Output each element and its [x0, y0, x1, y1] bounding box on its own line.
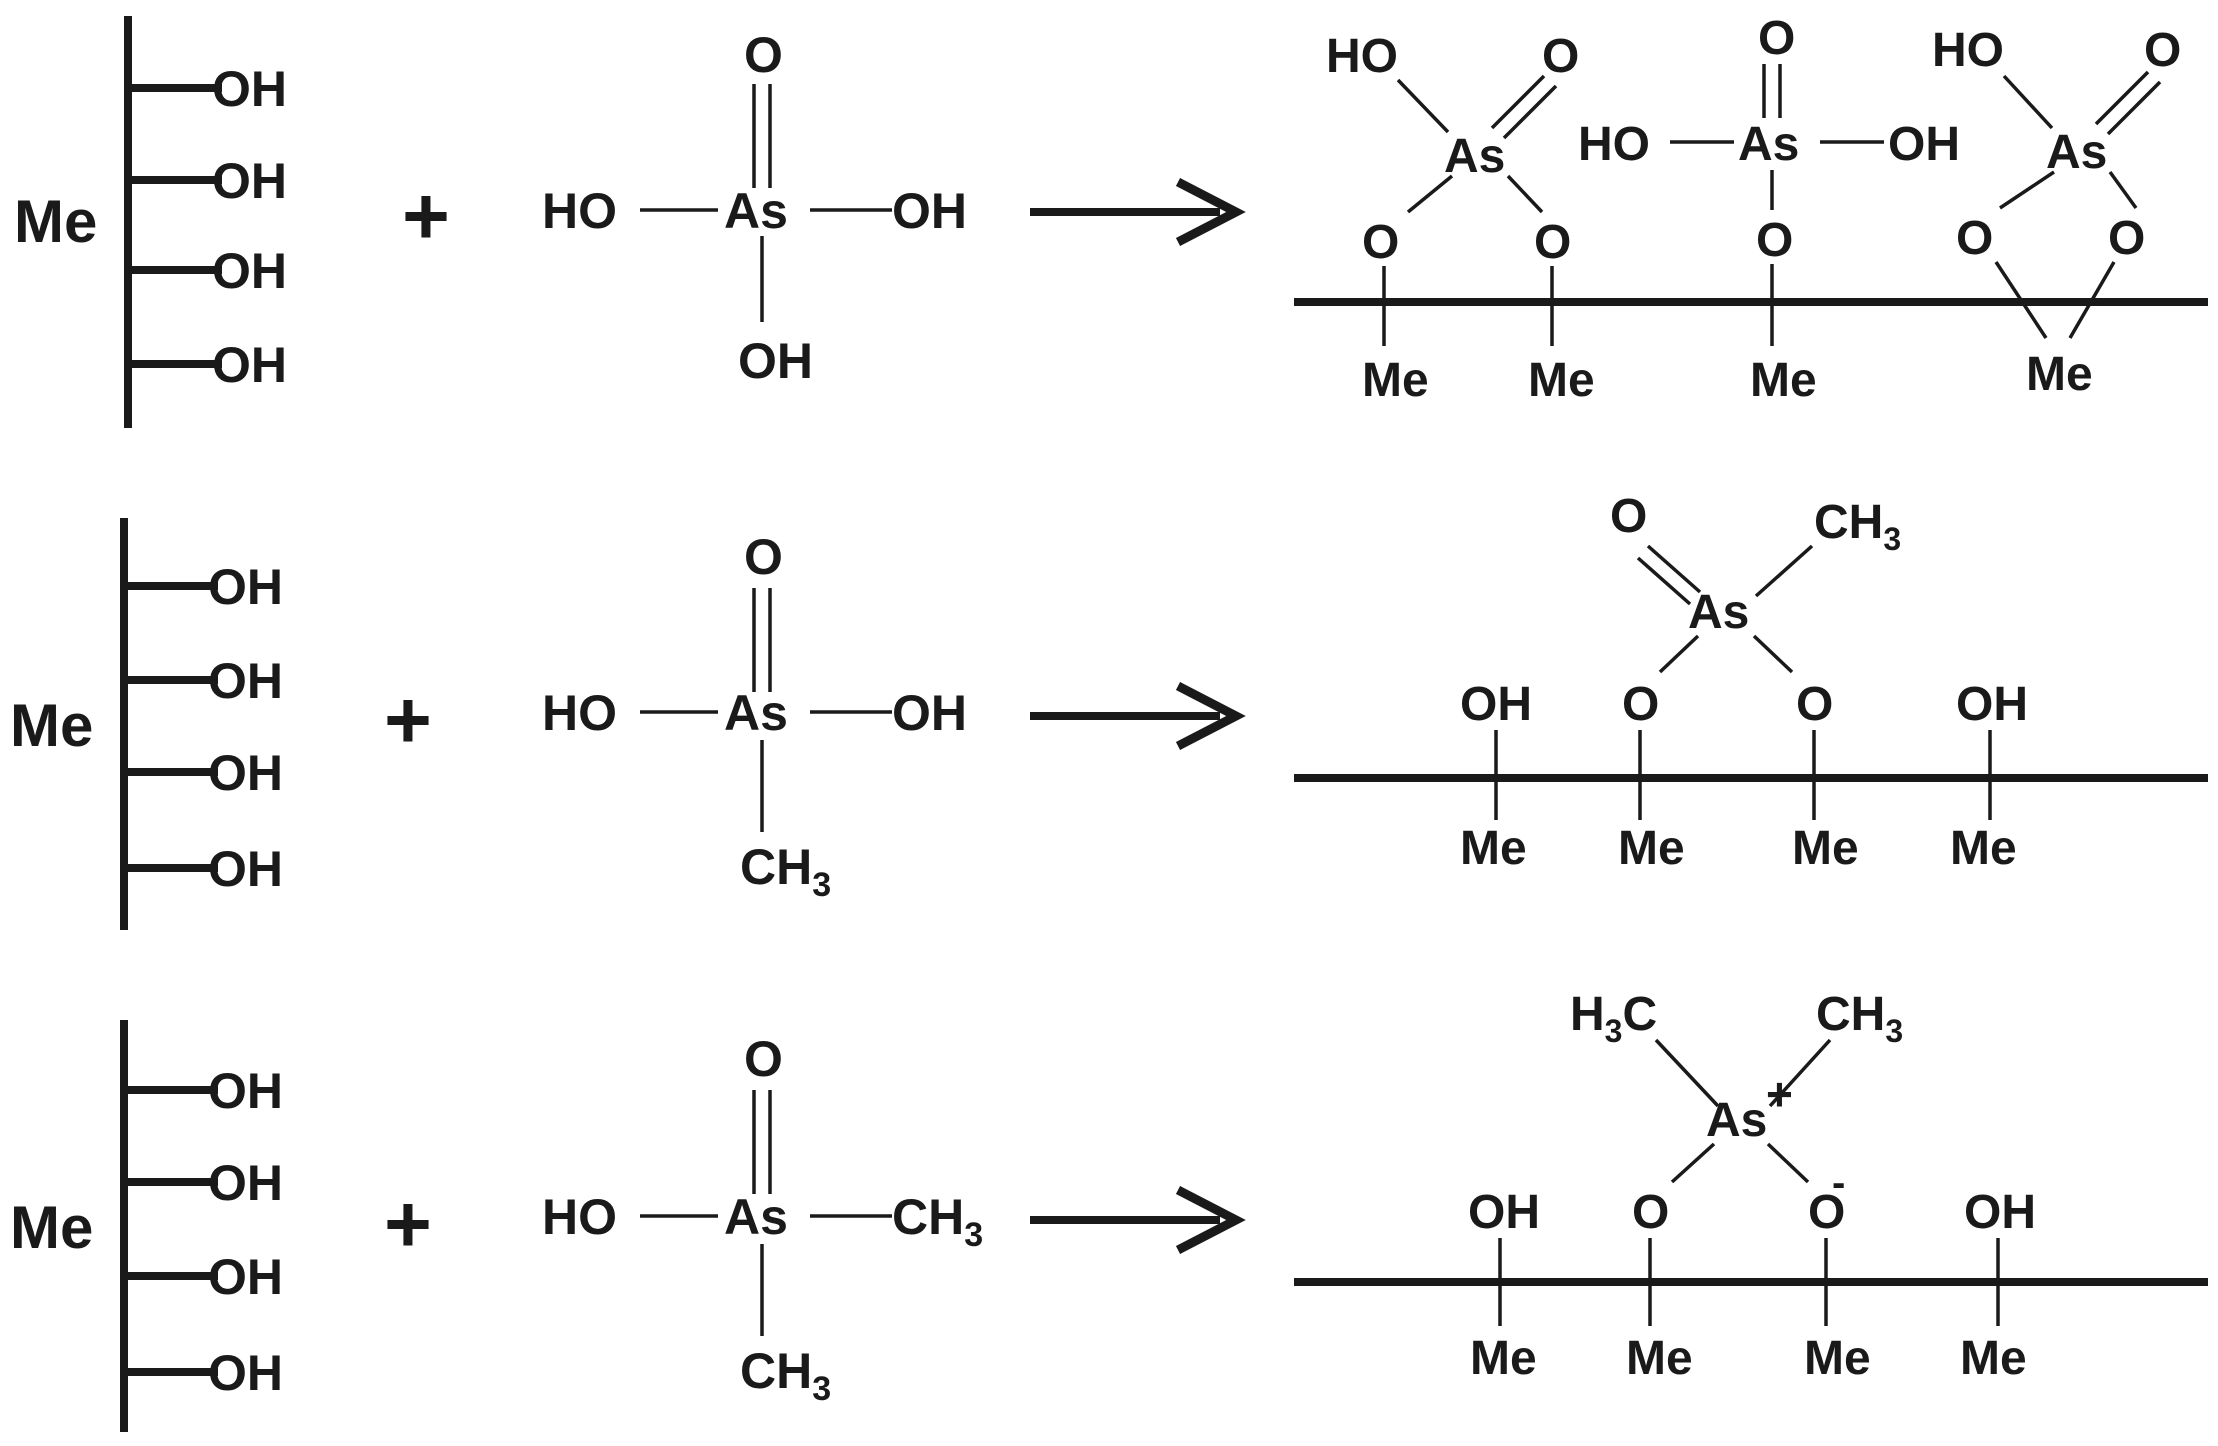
o-label: O: [744, 529, 783, 585]
ch3-label: CH3: [1814, 496, 1901, 557]
as-label: As: [724, 685, 788, 741]
me-label: Me: [1460, 822, 1527, 875]
reaction-row-2: Me OH OH OH OH + O HO As OH CH3 O: [10, 490, 2208, 930]
surface-complex-product: H3C CH3 As + OH O O - OH Me Me Me Me: [1294, 988, 2208, 1385]
oh-label: OH: [208, 1249, 283, 1305]
me-label: Me: [1528, 354, 1595, 407]
ho-label: HO: [1578, 118, 1650, 171]
arsenic-acid-molecule: O HO As OH OH: [542, 27, 967, 389]
oh-label: OH: [212, 337, 287, 393]
me-label: Me: [14, 188, 97, 255]
me-label: Me: [1792, 822, 1859, 875]
oh-label: OH: [212, 61, 287, 117]
me-label: Me: [1804, 1332, 1871, 1385]
oh-label: OH: [738, 333, 813, 389]
reaction-row-3: Me OH OH OH OH + O HO As CH3 CH3 H3C: [10, 988, 2208, 1432]
reaction-arrow: [1030, 1186, 1246, 1254]
o-label: O: [1534, 216, 1571, 269]
o-label: O: [744, 1031, 783, 1087]
metal-hydroxide-surface: Me OH OH OH OH: [14, 16, 287, 428]
charge-minus: -: [1832, 1161, 1845, 1205]
oh-label: OH: [208, 653, 283, 709]
me-label: Me: [1626, 1332, 1693, 1385]
as-label: As: [1738, 118, 1799, 171]
oh-label: OH: [1964, 1186, 2036, 1239]
oh-label: OH: [208, 559, 283, 615]
o-label: O: [1622, 678, 1659, 731]
o-label: O: [2108, 212, 2145, 265]
h3c-label: H3C: [1570, 988, 1657, 1049]
reaction-arrow: [1030, 178, 1246, 246]
o-label: O: [1808, 1186, 1845, 1239]
ho-label: HO: [542, 685, 617, 741]
me-label: Me: [1362, 354, 1429, 407]
metal-hydroxide-surface: Me OH OH OH OH: [10, 518, 283, 930]
oh-label: OH: [892, 183, 967, 239]
o-label: O: [2144, 24, 2181, 77]
o-label: O: [744, 27, 783, 83]
ho-label: HO: [542, 183, 617, 239]
as-label: As: [1688, 586, 1749, 639]
me-label: Me: [2026, 348, 2093, 401]
dimethylarsinic-acid-molecule: O HO As CH3 CH3: [542, 1031, 983, 1408]
surface-complex-product: O CH3 As OH O O OH Me Me Me Me: [1294, 490, 2208, 875]
reaction-arrow: [1030, 682, 1246, 750]
oh-label: OH: [208, 745, 283, 801]
plus-sign: +: [384, 1179, 432, 1270]
oh-label: OH: [1956, 678, 2028, 731]
oh-label: OH: [208, 1063, 283, 1119]
plus-sign: +: [384, 675, 432, 766]
oh-label: OH: [892, 685, 967, 741]
me-label: Me: [1960, 1332, 2027, 1385]
oh-label: OH: [212, 153, 287, 209]
ho-label: HO: [1326, 30, 1398, 83]
me-label: Me: [10, 692, 93, 759]
ch3-label: CH3: [892, 1189, 983, 1254]
plus-sign: +: [402, 171, 450, 262]
as-label: As: [2046, 126, 2107, 179]
me-label: Me: [1470, 1332, 1537, 1385]
oh-label: OH: [208, 841, 283, 897]
surface-complex-product: HO O As O O Me Me O HO As OH O: [1294, 12, 2208, 407]
charge-plus: +: [1766, 1068, 1793, 1120]
as-label: As: [724, 183, 788, 239]
o-label: O: [1796, 678, 1833, 731]
me-label: Me: [1950, 822, 2017, 875]
oh-label: OH: [208, 1345, 283, 1401]
o-label: O: [1610, 490, 1647, 543]
ch3-label: CH3: [740, 1343, 831, 1408]
me-label: Me: [1618, 822, 1685, 875]
o-label: O: [1362, 216, 1399, 269]
as-label: As: [1444, 130, 1505, 183]
ch3-label: CH3: [740, 839, 831, 904]
o-label: O: [1756, 214, 1793, 267]
ch3-label: CH3: [1816, 988, 1903, 1049]
as-label: As: [1706, 1094, 1767, 1147]
oh-label: OH: [208, 1155, 283, 1211]
oh-label: OH: [212, 243, 287, 299]
o-label: O: [1758, 12, 1795, 65]
o-label: O: [1956, 212, 1993, 265]
as-label: As: [724, 1189, 788, 1245]
reaction-row-1: Me OH OH OH OH + O HO As OH OH HO: [14, 12, 2208, 428]
monomethylarsonic-acid-molecule: O HO As OH CH3: [542, 529, 967, 904]
oh-label: OH: [1468, 1186, 1540, 1239]
me-label: Me: [10, 1194, 93, 1261]
me-label: Me: [1750, 354, 1817, 407]
oh-label: OH: [1460, 678, 1532, 731]
metal-hydroxide-surface: Me OH OH OH OH: [10, 1020, 283, 1432]
oh-label: OH: [1888, 118, 1960, 171]
ho-label: HO: [1932, 24, 2004, 77]
o-label: O: [1632, 1186, 1669, 1239]
o-label: O: [1542, 30, 1579, 83]
ho-label: HO: [542, 1189, 617, 1245]
